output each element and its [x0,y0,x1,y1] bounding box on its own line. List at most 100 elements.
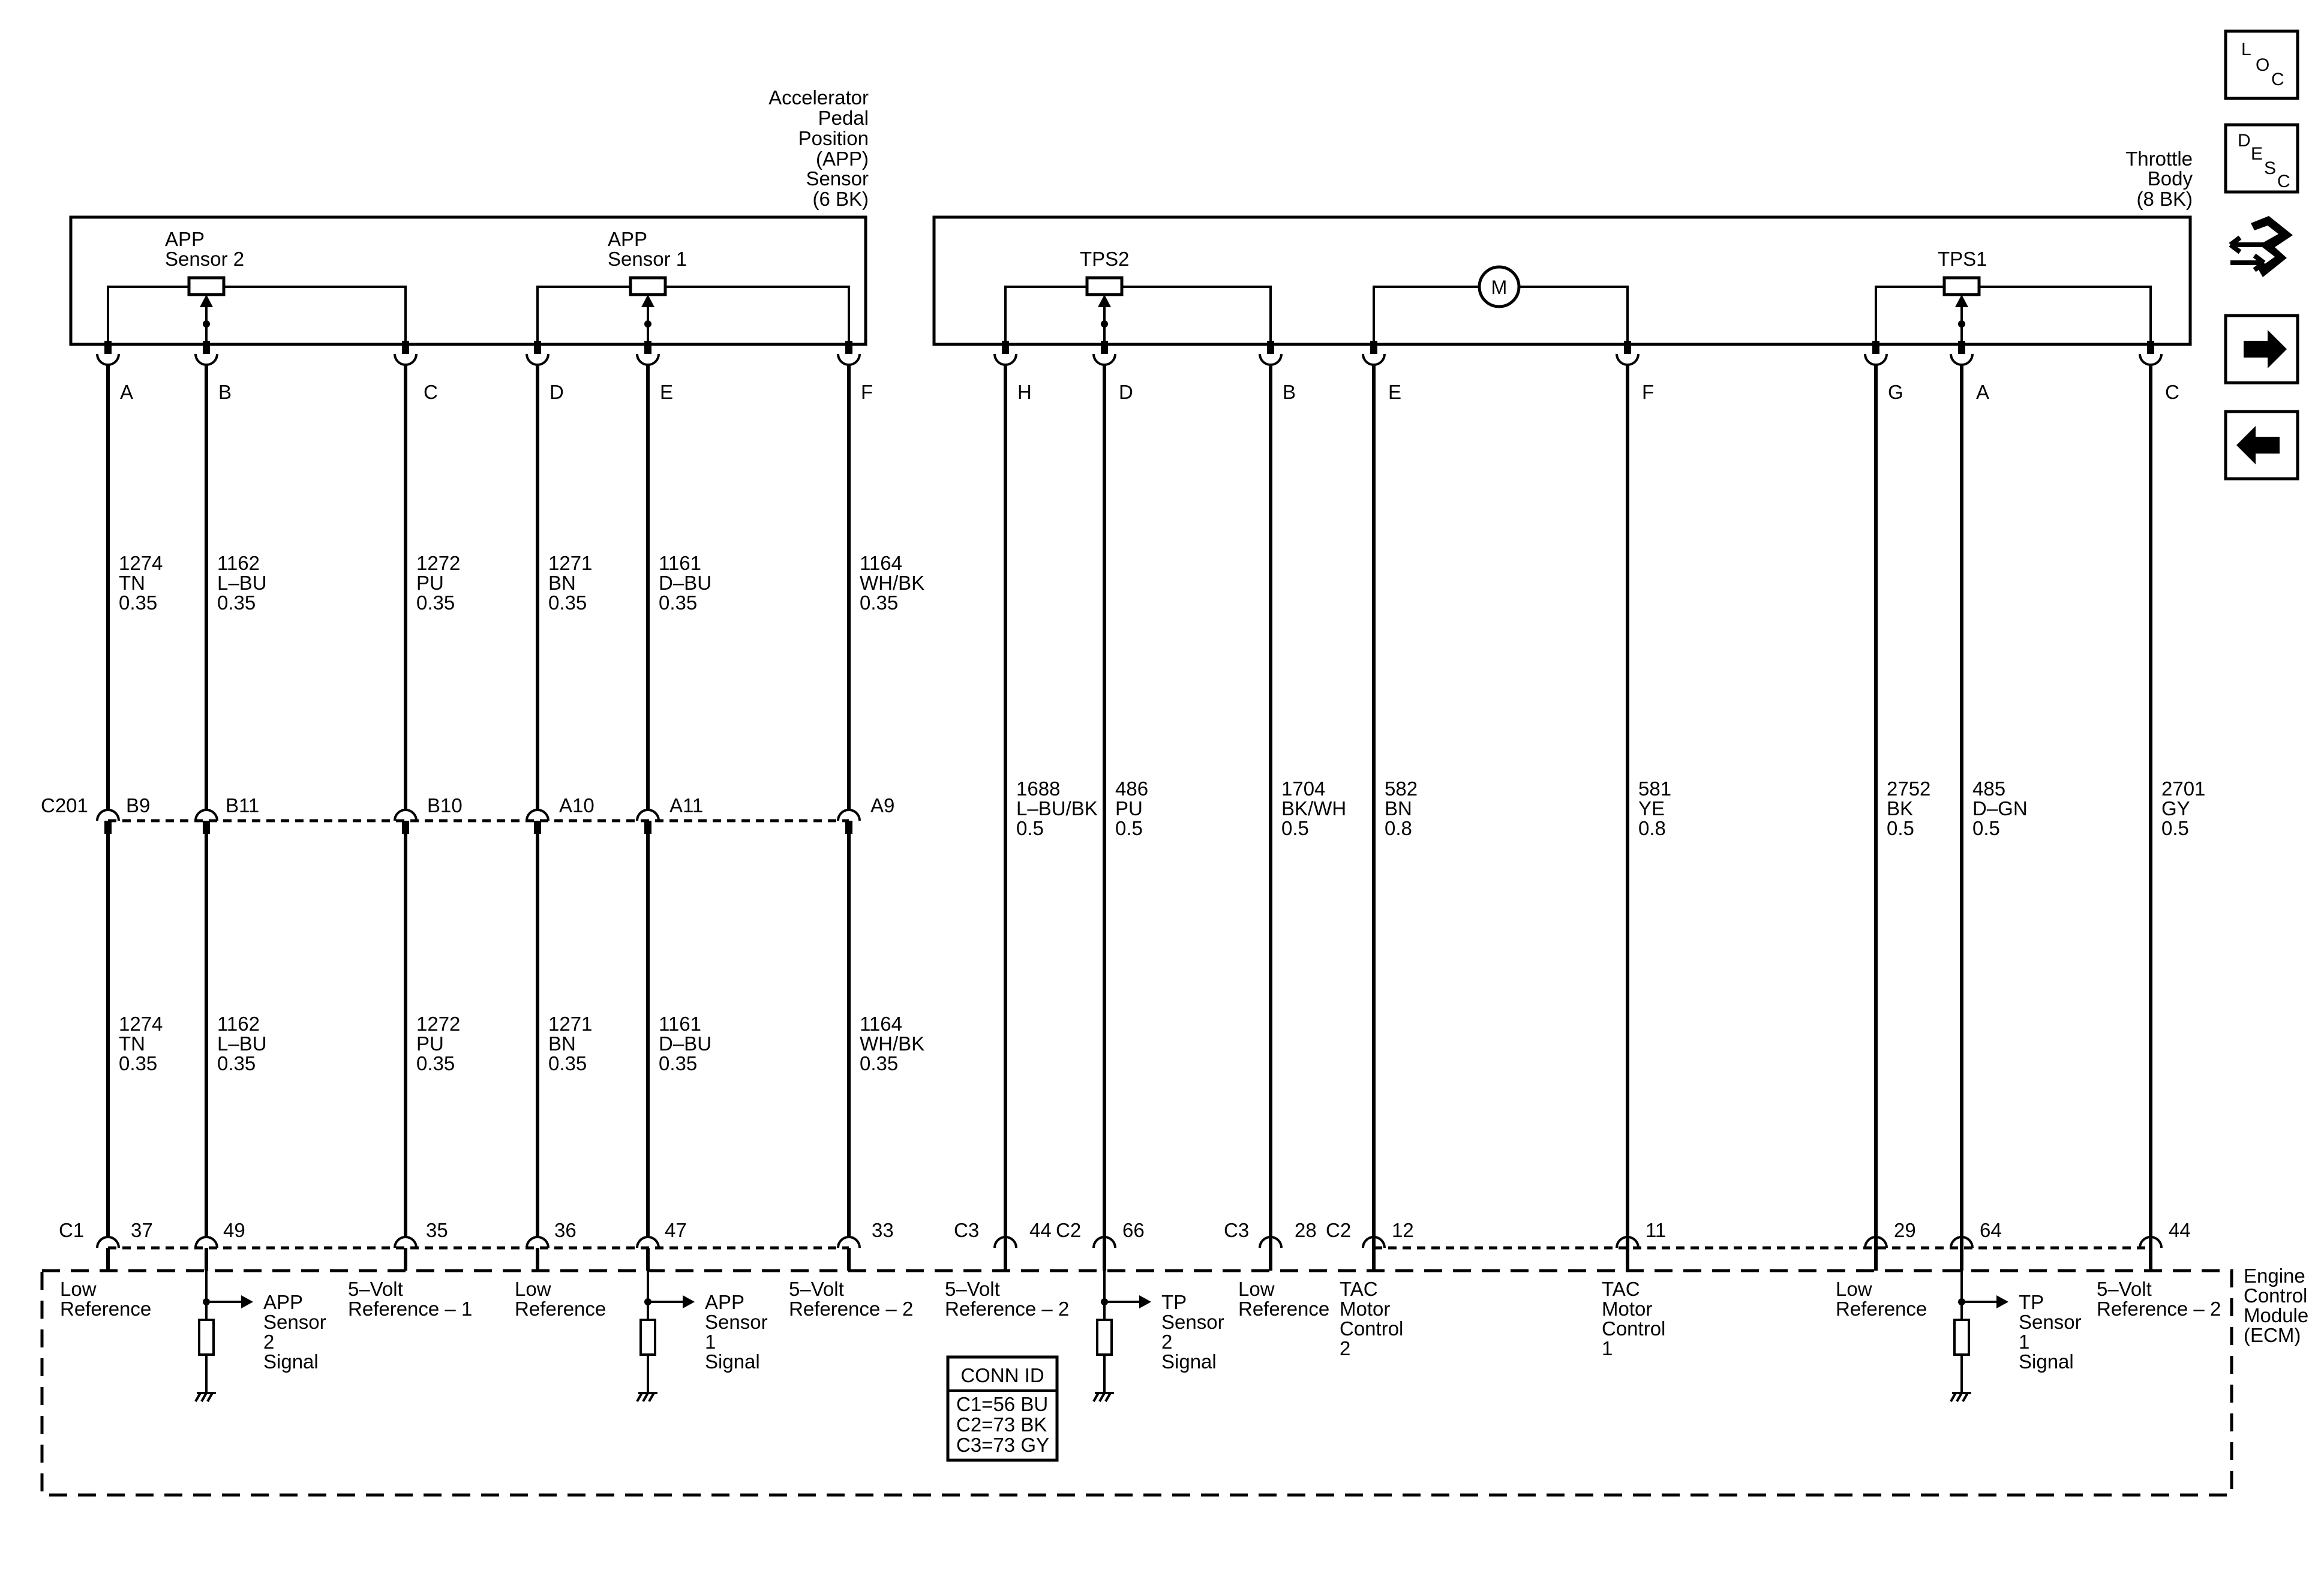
ecm-label-line: Motor [1340,1298,1390,1320]
ecm-label-line: 5–Volt [2097,1278,2152,1300]
connector-terminal [1864,1236,1888,1248]
signal-arrow-icon [241,1295,253,1308]
connector-terminal [1616,1236,1640,1248]
c1-label: C1 [59,1219,84,1241]
wire-color: YE [1638,797,1665,819]
ecm-title-line: Control [2244,1284,2307,1307]
wire-color: PU [416,572,444,594]
circuit-number: 1274 [119,552,163,574]
ecm-pin: 37 [131,1219,153,1241]
c2-label: C2 [1056,1219,1081,1241]
connector-icon [2229,216,2293,277]
ecm-label-line: 2 [263,1331,274,1353]
pin-label: C [424,381,438,403]
ecm-label-line: APP [705,1291,744,1313]
ecm-title-line: Engine [2244,1265,2305,1287]
tps2-sensor: TPS2 [1004,248,1272,354]
wire-gauge: 0.5 [1972,817,2000,839]
wire-color: BN [548,1032,576,1055]
ecm-label-line: Reference [1238,1298,1329,1320]
c3-label: C3 [1224,1219,1249,1241]
ecm-label-line: Reference [1836,1298,1927,1320]
tps2-label: TPS2 [1080,248,1130,270]
ecm-label-line: Low [1238,1278,1275,1300]
signal-arrow-icon [1139,1295,1151,1308]
ecm-label-line: Sensor [2019,1311,2082,1333]
svg-text:E: E [2251,144,2263,164]
ecm-box [40,1269,2233,1497]
resistor-icon [198,1319,215,1356]
pin-label: F [1642,381,1654,403]
circuit-number: 2752 [1887,778,1930,800]
pin-label: B [1283,381,1296,403]
prev-button[interactable] [2224,410,2299,481]
resistor-icon [1953,1319,1970,1356]
app-sensor-box [69,215,867,346]
resistor-icon [639,1319,656,1356]
wire-color: WH/BK [860,572,924,594]
app-sensor-1-label: APP [608,228,647,250]
ecm-label-line: 5–Volt [789,1278,844,1300]
wire-color: L–BU/BK [1016,797,1098,819]
ecm-label-line: Sensor [263,1311,326,1333]
next-button[interactable] [2224,314,2299,385]
tb-title-line: Body [2148,167,2193,190]
circuit-number: 1271 [548,552,592,574]
wire-gauge: 0.5 [1016,817,1044,839]
wire-color: D–BU [659,572,711,594]
app-sensor-2-label: Sensor 2 [165,248,244,270]
connector-button[interactable] [2229,216,2293,277]
desc-button[interactable]: D E S C [2224,123,2299,194]
app-title-line: Position [798,127,869,149]
c2-label: C2 [1326,1219,1351,1241]
circuit-number: 1162 [217,552,260,574]
app-title-line: Pedal [818,107,869,129]
svg-text:L: L [2241,40,2251,59]
wire-color: WH/BK [860,1032,924,1055]
wire-gauge: 0.35 [860,592,898,614]
loc-button[interactable]: L O C [2224,29,2299,100]
wire-color: BK/WH [1281,797,1346,819]
wire-gauge: 0.35 [416,1052,455,1074]
wire-color: GY [2161,797,2190,819]
pin-label: G [1888,381,1903,403]
ecm-label-line: APP [263,1291,303,1313]
tb-title-line: Throttle [2125,148,2193,170]
ecm-title-line: Module [2244,1304,2308,1326]
resistor-icon [1096,1319,1113,1356]
desc-icon [2224,123,2299,194]
wire-gauge: 0.35 [860,1052,898,1074]
wire-color: D–BU [659,1032,711,1055]
ecm-label-line: Reference – 2 [789,1298,913,1320]
wire-color: L–BU [217,1032,267,1055]
circuit-number: 582 [1385,778,1418,800]
ecm-pin: 36 [554,1219,577,1241]
circuit-number: 1164 [860,552,902,574]
ecm-label-line: 5–Volt [348,1278,403,1300]
conn-id-row: C2=73 BK [956,1413,1047,1436]
loc-icon [2224,29,2299,100]
connector-terminal [1362,1236,1386,1248]
c201-pin: A11 [669,794,703,816]
wire-color: BK [1887,797,1913,819]
app-title-line: Accelerator [768,86,869,109]
ecm-label-line: 2 [1340,1337,1350,1359]
ecm-label-line: Reference – 1 [348,1298,472,1320]
ecm-label-line: 1 [2019,1331,2029,1353]
signal-arrow-icon [683,1295,695,1308]
circuit-number: 1272 [416,1013,460,1035]
wire-gauge: 0.35 [548,1052,587,1074]
wire-color: BN [548,572,576,594]
ecm-label-line: TP [2019,1291,2044,1313]
